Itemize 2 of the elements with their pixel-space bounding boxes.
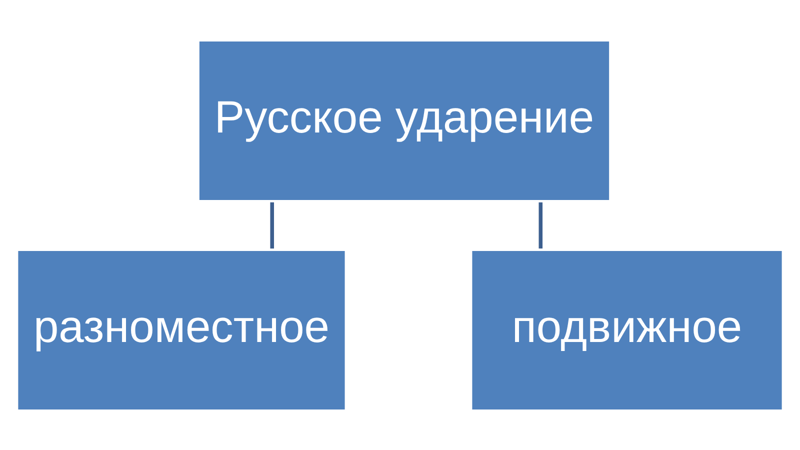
connector	[538, 202, 543, 248]
connector	[270, 202, 274, 248]
